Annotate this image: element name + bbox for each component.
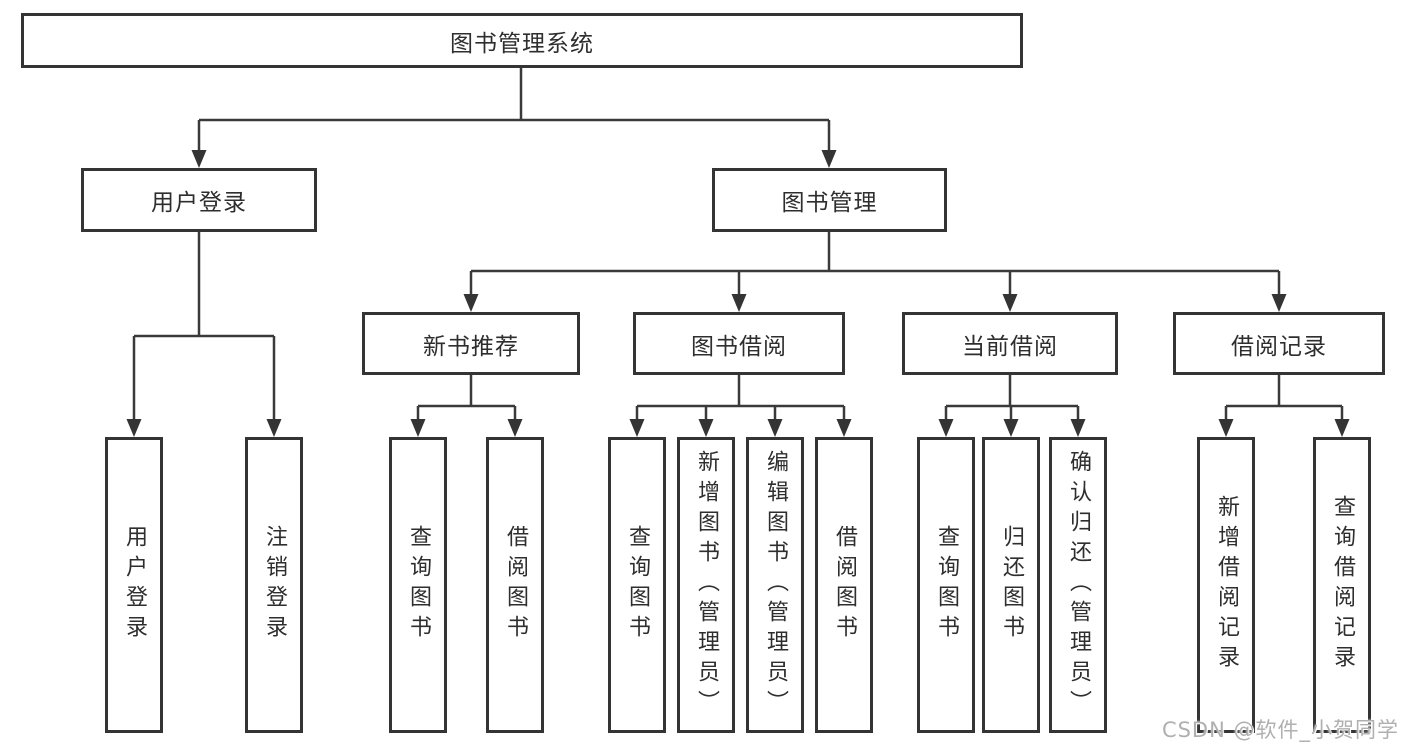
node-current-borrowing: 当前借阅 [902, 312, 1118, 375]
node-root: 图书管理系统 [21, 13, 1023, 68]
leaf-logout: 注销登录 [245, 437, 303, 733]
node-current-borrowing-label: 当前借阅 [962, 333, 1058, 360]
leaf-rec-borrow-books: 借阅图书 [486, 437, 544, 733]
leaf-borrow-books-label: 借阅图书 [832, 525, 857, 645]
leaf-confirm-return-admin-label: 确认归还（管理员） [1066, 450, 1091, 720]
node-root-label: 图书管理系统 [450, 30, 594, 57]
leaf-rec-query-books: 查询图书 [389, 437, 447, 733]
leaf-add-books-admin: 新增图书（管理员） [677, 437, 735, 733]
node-borrowing-records-label: 借阅记录 [1231, 333, 1327, 360]
leaf-rec-query-books-label: 查询图书 [406, 525, 431, 645]
leaf-edit-books-admin: 编辑图书（管理员） [746, 437, 804, 733]
leaf-borrow-books: 借阅图书 [815, 437, 873, 733]
leaf-logout-label: 注销登录 [262, 525, 287, 645]
leaf-current-query-books: 查询图书 [917, 437, 975, 733]
node-book-management-label: 图书管理 [781, 190, 878, 216]
node-book-management: 图书管理 [712, 168, 947, 232]
csdn-watermark: CSDN @软件_小贺同学 [1161, 718, 1399, 742]
leaf-add-borrow-record: 新增借阅记录 [1197, 437, 1255, 733]
leaf-add-books-admin-label: 新增图书（管理员） [694, 450, 719, 720]
node-book-borrowing: 图书借阅 [633, 312, 845, 375]
leaf-borrow-query-books: 查询图书 [608, 437, 666, 733]
leaf-confirm-return-admin: 确认归还（管理员） [1049, 437, 1107, 733]
leaf-user-login-label: 用户登录 [122, 525, 147, 645]
leaf-return-books: 归还图书 [982, 437, 1040, 733]
leaf-query-borrow-record: 查询借阅记录 [1313, 437, 1371, 733]
leaf-return-books-label: 归还图书 [999, 525, 1024, 645]
node-borrowing-records: 借阅记录 [1173, 312, 1385, 375]
leaf-add-borrow-record-label: 新增借阅记录 [1214, 495, 1239, 675]
leaf-query-borrow-record-label: 查询借阅记录 [1330, 495, 1355, 675]
node-book-borrowing-label: 图书借阅 [691, 333, 787, 360]
node-new-book-recommendation: 新书推荐 [362, 312, 580, 375]
leaf-rec-borrow-books-label: 借阅图书 [503, 525, 528, 645]
node-user-login-group: 用户登录 [81, 168, 317, 232]
leaf-borrow-query-books-label: 查询图书 [625, 525, 650, 645]
leaf-user-login: 用户登录 [105, 437, 163, 733]
leaf-edit-books-admin-label: 编辑图书（管理员） [763, 450, 788, 720]
node-new-book-recommendation-label: 新书推荐 [423, 333, 519, 360]
leaf-current-query-books-label: 查询图书 [934, 525, 959, 645]
node-user-login-group-label: 用户登录 [151, 190, 247, 216]
